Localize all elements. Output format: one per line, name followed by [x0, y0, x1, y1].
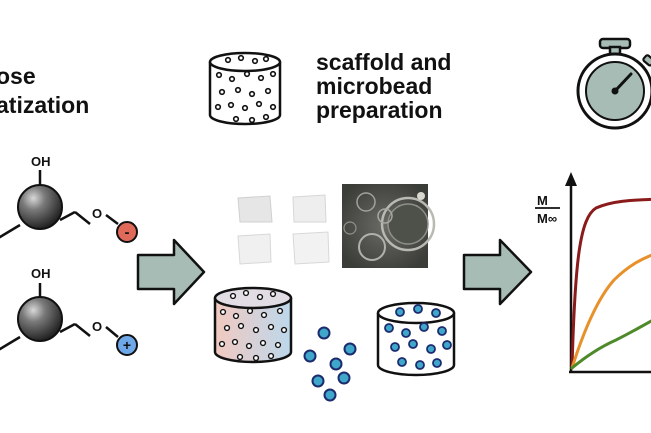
process-arrow-1 [136, 238, 206, 306]
release-chart: M M∞ [535, 172, 651, 374]
process-arrow-2 [462, 238, 533, 306]
y-axis-arrowhead [565, 172, 577, 186]
release-curve-fast [570, 197, 651, 370]
microbead [323, 388, 337, 402]
y-axis-numerator: M [537, 193, 548, 208]
middle-title-line2: microbead [316, 73, 432, 99]
release-curve-medium [570, 253, 651, 370]
left-title-line1: ose [0, 63, 36, 89]
positive-charge-icon [116, 334, 138, 356]
molecule-anionic: OH O - [0, 154, 138, 243]
middle-title-line3: preparation [316, 97, 443, 123]
release-curves [570, 197, 651, 370]
microbead-micrograph [342, 184, 436, 268]
microbeads [303, 326, 357, 402]
positive-charge-label: + [123, 337, 131, 353]
microbead [337, 371, 351, 385]
microbead [317, 326, 331, 340]
middle-title-line1: scaffold and [316, 49, 451, 75]
microbead [303, 349, 317, 363]
hydroxyl-label: OH [31, 154, 51, 169]
release-curve-slow [570, 319, 651, 370]
bead-scaffold-icon [376, 301, 456, 377]
microbead [343, 342, 357, 356]
negative-charge-label: - [125, 224, 130, 241]
microbead [311, 374, 325, 388]
microbead [329, 357, 343, 371]
gradient-scaffold-icon [213, 286, 293, 364]
y-axis-denominator: M∞ [537, 211, 557, 226]
hydroxyl-label-2: OH [31, 266, 51, 281]
oxygen-label-2: O [92, 319, 102, 334]
molecule-cationic: OH O + [0, 266, 138, 356]
negative-charge-icon [116, 221, 138, 243]
oxygen-label: O [92, 206, 102, 221]
scaffold-icon [208, 51, 282, 126]
scaffold-photo [230, 187, 340, 275]
stopwatch-icon [576, 37, 651, 130]
left-title-line2: atization [0, 92, 89, 118]
